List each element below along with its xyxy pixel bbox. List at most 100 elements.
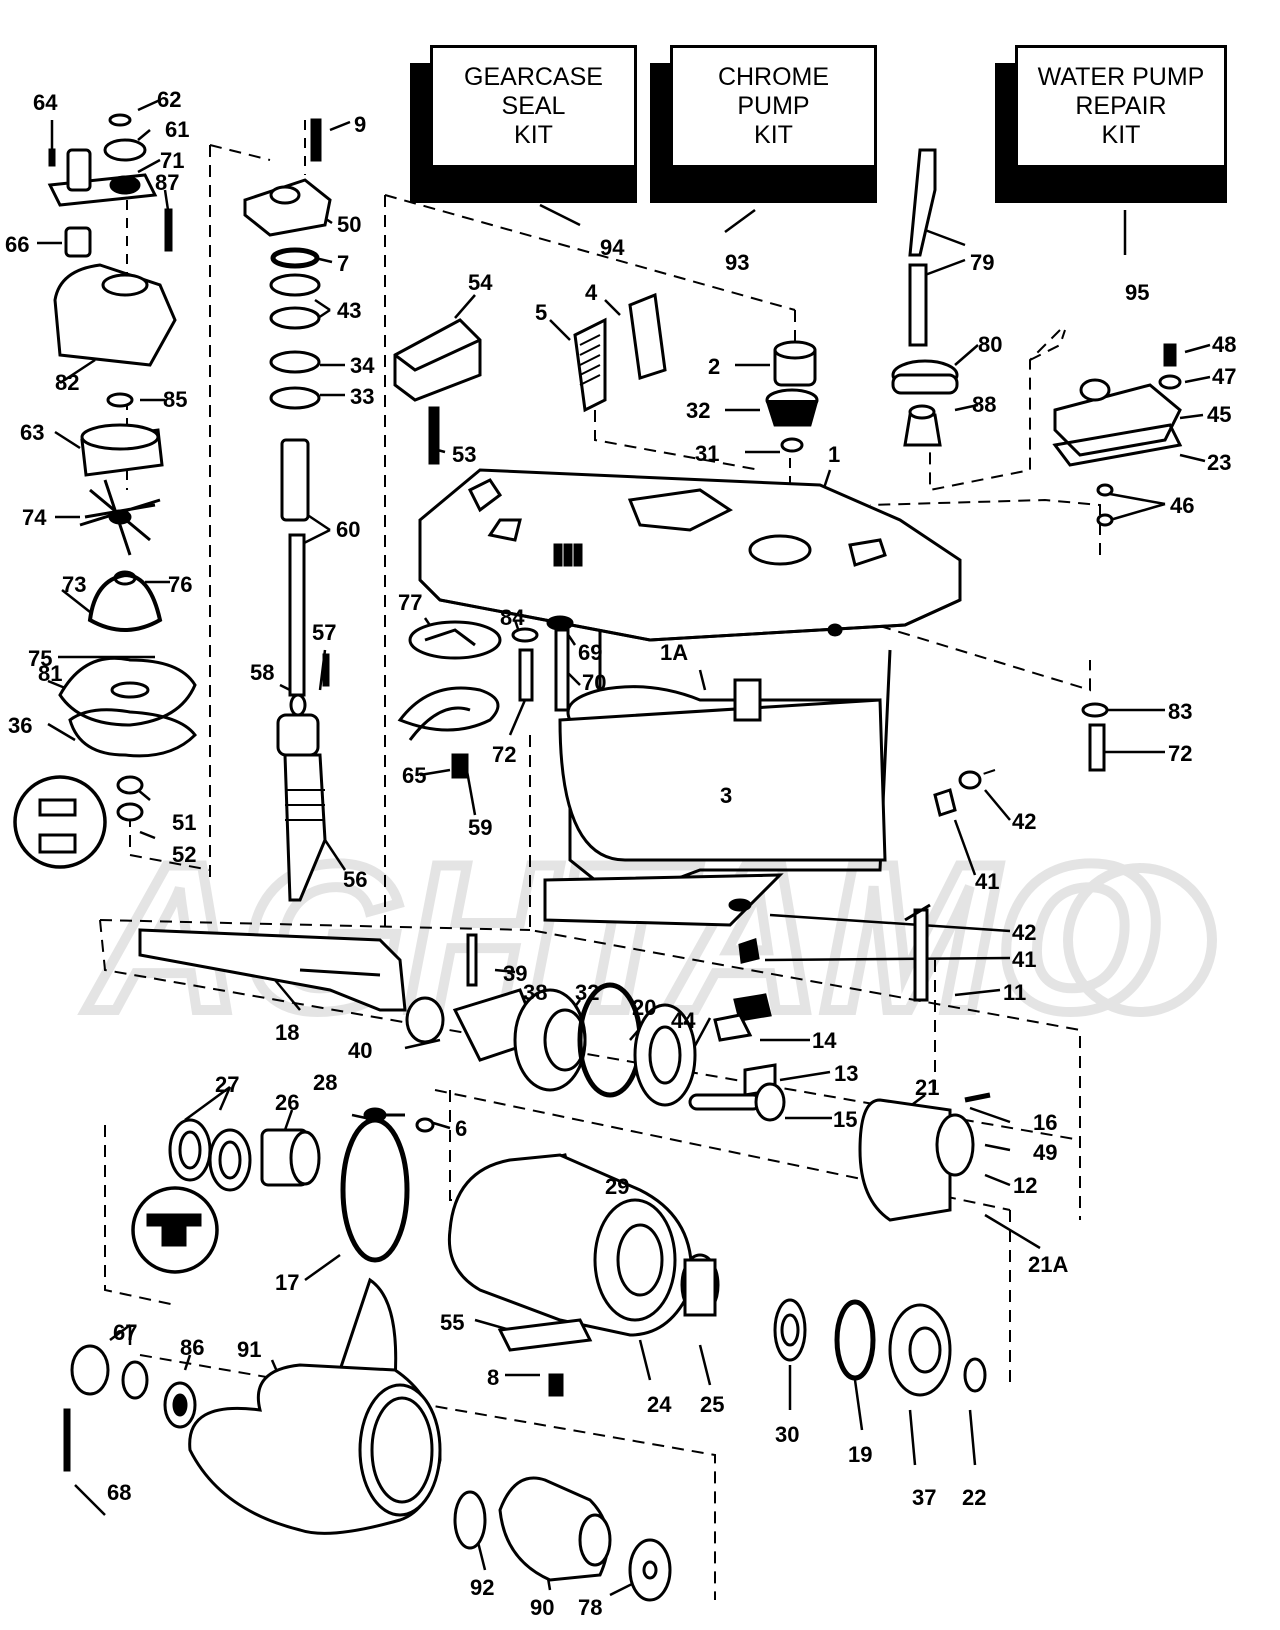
callout-11: 11 <box>1003 980 1026 1005</box>
callout-36: 36 <box>8 713 32 738</box>
callout-56: 56 <box>343 867 367 892</box>
callout-82: 82 <box>55 370 79 395</box>
callout-32: 32 <box>575 980 599 1005</box>
callout-42: 42 <box>1012 809 1036 834</box>
callout-91: 91 <box>237 1337 261 1362</box>
callout-81: 81 <box>38 661 62 686</box>
callout-20: 20 <box>632 995 656 1020</box>
callout-72: 72 <box>1168 741 1192 766</box>
watermark-wheel <box>1063 863 1217 1017</box>
callout-86: 86 <box>180 1335 204 1360</box>
callout-47: 47 <box>1212 364 1236 389</box>
callout-53: 53 <box>452 442 476 467</box>
callout-41: 41 <box>1012 947 1036 972</box>
callout-60: 60 <box>336 517 360 542</box>
callout-40: 40 <box>348 1038 372 1063</box>
kit-label-line: KIT <box>514 121 553 149</box>
callout-84: 84 <box>500 605 525 630</box>
callout-7: 7 <box>337 251 349 276</box>
callout-39: 39 <box>503 961 527 986</box>
callout-88: 88 <box>972 392 996 417</box>
callout-29: 29 <box>605 1174 629 1199</box>
kit-label-line: REPAIR <box>1075 92 1167 120</box>
callout-62: 62 <box>157 87 181 112</box>
callout-72: 72 <box>492 742 516 767</box>
callout-46: 46 <box>1170 493 1194 518</box>
kit-label-line: WATER PUMP <box>1037 63 1205 91</box>
callout-48: 48 <box>1212 332 1236 357</box>
callout-17: 17 <box>275 1270 299 1295</box>
callout-79: 79 <box>970 250 994 275</box>
callout-28: 28 <box>313 1070 337 1095</box>
callout-65: 65 <box>402 763 426 788</box>
callout-8: 8 <box>487 1365 499 1390</box>
callout-24: 24 <box>647 1392 672 1417</box>
chrome-pump-kit-side <box>650 63 672 200</box>
kit-label-line: GEARCASE <box>464 63 603 91</box>
callout-70: 70 <box>582 670 606 695</box>
chrome-pump-kit-bottom <box>650 168 877 203</box>
callout-83: 83 <box>1168 699 1192 724</box>
callout-6: 6 <box>455 1116 467 1141</box>
upper-center-parts <box>393 292 819 465</box>
callout-30: 30 <box>775 1422 799 1447</box>
callout-21: 21 <box>915 1075 939 1100</box>
callout-3: 3 <box>720 783 732 808</box>
callout-55: 55 <box>440 1310 464 1335</box>
callout-76: 76 <box>168 572 192 597</box>
callout-42: 42 <box>1012 920 1036 945</box>
callout-1: 1 <box>828 442 840 467</box>
callout-78: 78 <box>578 1595 602 1620</box>
kit-number: 93 <box>725 250 750 275</box>
kit-label-line: KIT <box>754 121 793 149</box>
callout-64: 64 <box>33 90 58 115</box>
gearcase-housing <box>418 468 962 927</box>
callout-2: 2 <box>708 354 720 379</box>
callout-63: 63 <box>20 420 44 445</box>
callout-66: 66 <box>5 232 29 257</box>
callout-16: 16 <box>1033 1110 1057 1135</box>
callout-74: 74 <box>22 505 47 530</box>
callout-51: 51 <box>172 810 196 835</box>
callout-33: 33 <box>350 384 374 409</box>
callout-25: 25 <box>700 1392 724 1417</box>
callout-4: 4 <box>585 280 598 305</box>
callout-38: 38 <box>523 980 547 1005</box>
callout-34: 34 <box>350 353 375 378</box>
callout-85: 85 <box>163 387 187 412</box>
callout-21A: 21A <box>1028 1252 1068 1277</box>
callout-75: 75 <box>28 646 52 671</box>
callout-58: 58 <box>250 660 274 685</box>
callout-68: 68 <box>107 1480 131 1505</box>
callout-23: 23 <box>1207 450 1231 475</box>
callout-77: 77 <box>398 590 422 615</box>
callout-50: 50 <box>337 212 361 237</box>
callout-13: 13 <box>834 1061 858 1086</box>
fasteners <box>397 615 1109 1022</box>
kit-label-line: PUMP <box>737 92 810 120</box>
callout-80: 80 <box>978 332 1002 357</box>
callout-69: 69 <box>578 640 602 665</box>
gearcase-seal-kit-bottom <box>410 168 637 203</box>
callout-92: 92 <box>470 1575 494 1600</box>
water-pump-repair-kit-side <box>995 63 1017 200</box>
callout-67: 67 <box>113 1320 137 1345</box>
callout-59: 59 <box>468 815 492 840</box>
callout-44: 44 <box>671 1008 696 1033</box>
shift-rod-parts <box>891 148 1183 527</box>
callout-1A: 1A <box>660 640 688 665</box>
water-pump-parts <box>13 113 197 869</box>
kit-label-line: CHROME <box>717 63 830 91</box>
driveshaft-parts <box>243 118 332 902</box>
kit-number: 95 <box>1125 280 1150 305</box>
callout-9: 9 <box>354 112 366 137</box>
callout-37: 37 <box>912 1485 936 1510</box>
callout-61: 61 <box>165 117 189 142</box>
callout-52: 52 <box>172 842 196 867</box>
callout-90: 90 <box>530 1595 554 1620</box>
callout-43: 43 <box>337 298 361 323</box>
